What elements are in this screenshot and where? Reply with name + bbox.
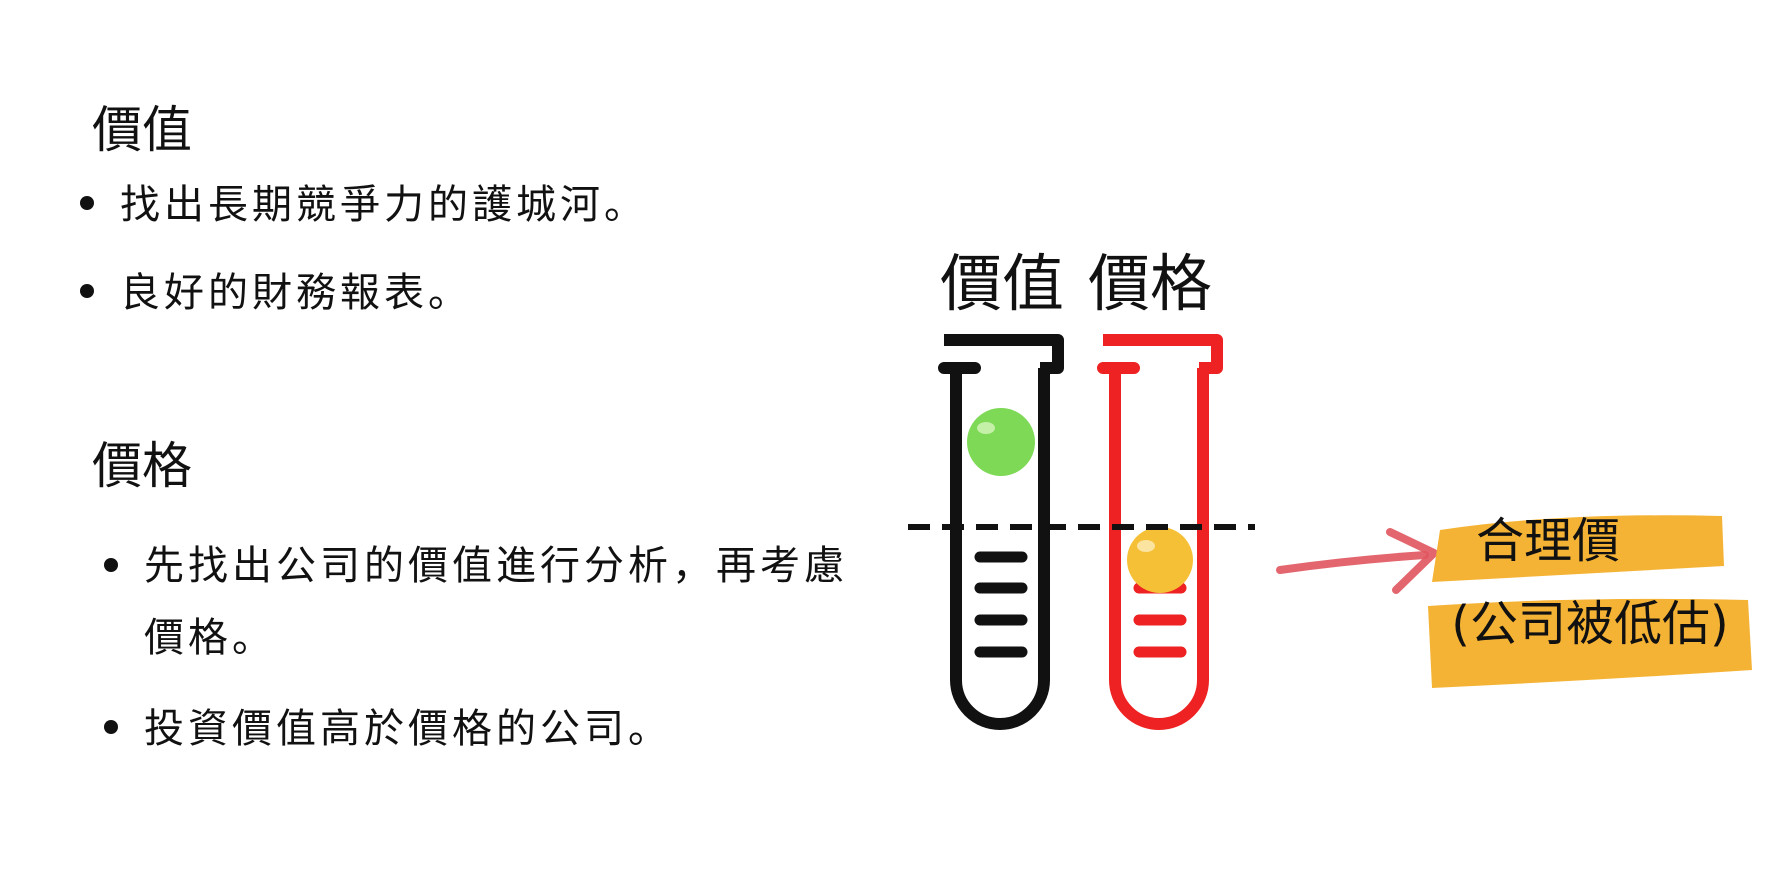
callout-fair-price: 合理價 [1476, 513, 1620, 569]
value-bullet-text: 找出長期競爭力的護城河。 [120, 182, 648, 228]
bullet-dot [104, 720, 118, 734]
price-tube [1097, 334, 1223, 730]
value-tube-cap [938, 334, 1064, 374]
value-tube-label: 價值 [940, 247, 1064, 320]
price-bullet-text: 先找出公司的價值進行分析，再考慮價格。 [144, 543, 848, 661]
price-bullet-list: 先找出公司的價值進行分析，再考慮價格。 投資價值高於價格的公司。 [104, 530, 864, 762]
bullet-dot [80, 196, 94, 210]
price-heading: 價格 [92, 437, 192, 495]
price-ball-highlight [1137, 540, 1155, 552]
highlight-stroke-bottom [1428, 598, 1752, 688]
value-bullet-list: 找出長期競爭力的護城河。 良好的財務報表。 [80, 172, 648, 326]
value-tube-body [950, 368, 1050, 730]
price-tube-body [1109, 368, 1209, 730]
value-bullet-item: 良好的財務報表。 [80, 260, 648, 326]
price-bullet-item: 先找出公司的價值進行分析，再考慮價格。 [104, 530, 864, 674]
price-bullet-item: 投資價值高於價格的公司。 [104, 696, 864, 762]
price-tube-cap [1097, 334, 1223, 374]
value-bullet-item: 找出長期競爭力的護城河。 [80, 172, 648, 238]
value-ball [967, 408, 1035, 476]
value-heading: 價值 [92, 101, 192, 159]
arrow-shaft [1276, 551, 1429, 574]
highlight-stroke-top [1432, 515, 1724, 582]
bullet-dot [104, 558, 118, 572]
bullet-dot [80, 284, 94, 298]
price-bullet-text: 投資價值高於價格的公司。 [144, 706, 672, 752]
red-arrow [1276, 528, 1438, 594]
price-tube-label: 價格 [1088, 247, 1212, 320]
value-tube [938, 334, 1064, 730]
arrow-head [1386, 528, 1438, 594]
callout-undervalued: (公司被低估) [1451, 596, 1728, 652]
price-ball [1127, 527, 1193, 593]
value-ball-highlight [977, 422, 995, 434]
value-bullet-text: 良好的財務報表。 [120, 270, 472, 316]
